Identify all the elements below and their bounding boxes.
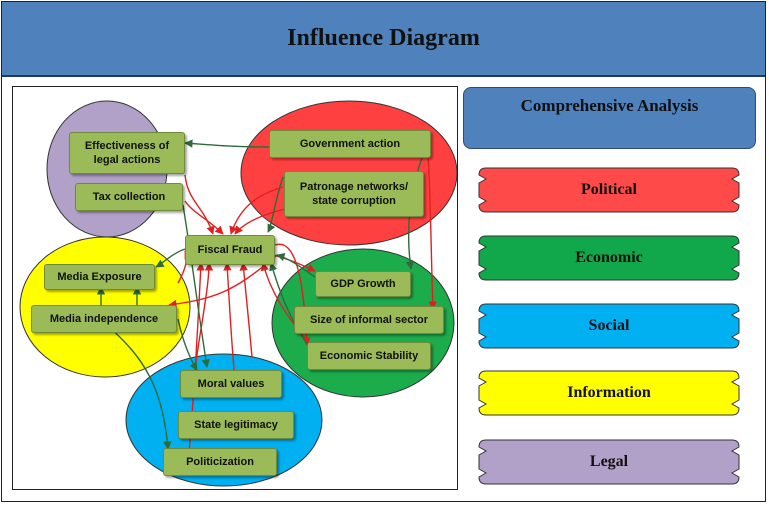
node-gdp-growth: GDP Growth: [315, 271, 411, 297]
legend-information: Information: [478, 370, 740, 416]
legend-label: Economic: [575, 249, 643, 266]
legend-label: Political: [581, 181, 637, 198]
legend-economic: Economic: [478, 235, 740, 281]
legend-shape: [478, 235, 740, 281]
comprehensive-analysis-box: Comprehensive Analysis: [463, 87, 756, 149]
node-moral-values: Moral values: [180, 370, 282, 398]
legend-label: Social: [588, 317, 630, 334]
node-economic-stability: Economic Stability: [307, 342, 431, 370]
influence-diagram: Effectiveness of legal actions Tax colle…: [12, 86, 458, 490]
node-media-exposure: Media Exposure: [44, 264, 155, 290]
legend-social: Social: [478, 303, 740, 349]
node-tax-collection: Tax collection: [75, 183, 183, 211]
node-government-action: Government action: [269, 130, 431, 158]
node-state-legitimacy: State legitimacy: [178, 411, 294, 439]
node-patronage-networks: Patronage networks/ state corruption: [284, 171, 424, 217]
node-informal-sector: Size of informal sector: [294, 306, 444, 334]
legend-shape: [478, 439, 740, 485]
legend-shape: [478, 303, 740, 349]
red-edges: [168, 152, 437, 466]
green-edges: [96, 139, 424, 450]
page-title: Influence Diagram: [2, 2, 765, 77]
legend-legal: Legal: [478, 439, 740, 485]
legend-label: Legal: [589, 453, 629, 470]
node-effectiveness-legal-actions: Effectiveness of legal actions: [69, 132, 185, 174]
legend-political: Political: [478, 167, 740, 213]
legend-label: Information: [567, 384, 651, 401]
node-fiscal-fraud: Fiscal Fraud: [185, 235, 275, 265]
legend-shape: [478, 167, 740, 213]
node-media-independence: Media independence: [31, 305, 177, 333]
legend-shape: [478, 370, 740, 416]
node-politicization: Politicization: [163, 448, 277, 476]
